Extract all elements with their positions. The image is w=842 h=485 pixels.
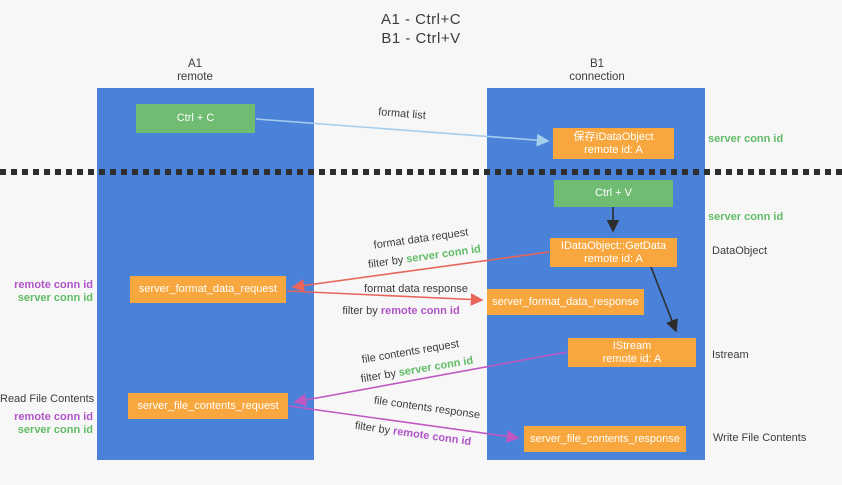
diagram-title: A1 - Ctrl+C B1 - Ctrl+V bbox=[0, 10, 842, 48]
file-contents-request-arrow bbox=[293, 351, 568, 407]
remote-conn-id-text: remote conn id bbox=[380, 305, 460, 317]
istream-box: IStream remote id: A bbox=[568, 338, 696, 367]
format-data-response-filter-label: filter by remote conn id bbox=[336, 305, 466, 317]
column-b-role: connection bbox=[569, 71, 625, 83]
server-conn-id-left-top: server conn id bbox=[17, 292, 93, 304]
filter-by-text: filter by bbox=[342, 305, 378, 317]
server-conn-id-left-bottom: server conn id bbox=[17, 424, 93, 436]
title-line-2: B1 - Ctrl+V bbox=[381, 30, 461, 47]
server-file-contents-response-label: server_file_contents_response bbox=[530, 432, 680, 445]
column-a-name: A1 bbox=[187, 58, 203, 70]
format-data-request-arrow bbox=[291, 251, 550, 292]
remote-conn-id-left-top: remote conn id bbox=[14, 279, 93, 291]
server-conn-id-right-mid: server conn id bbox=[708, 211, 784, 223]
server-file-contents-response-box: server_file_contents_response bbox=[524, 426, 686, 452]
getdata-to-istream-arrow bbox=[650, 266, 678, 333]
write-file-contents-label: Write File Contents bbox=[713, 432, 807, 444]
getdata-line2: remote id: A bbox=[584, 252, 643, 265]
format-data-response-arrow bbox=[286, 290, 484, 306]
server-file-contents-request-box: server_file_contents_request bbox=[128, 393, 288, 419]
remote-conn-id-left-bottom: remote conn id bbox=[14, 411, 93, 423]
ctrl-v-label: Ctrl + V bbox=[595, 187, 632, 199]
istream-line1: IStream bbox=[612, 339, 652, 352]
column-b-name: B1 bbox=[589, 58, 605, 70]
server-format-data-response-box: server_format_data_response bbox=[487, 289, 644, 315]
getdata-box: IDataObject::GetData remote id: A bbox=[550, 238, 677, 267]
ctrl-v-box: Ctrl + V bbox=[554, 180, 673, 207]
column-b-header: B1 connection bbox=[527, 58, 667, 84]
ctrl-c-label: Ctrl + C bbox=[176, 112, 215, 124]
save-dataobject-box: 保存IDataObject remote id: A bbox=[553, 128, 674, 159]
column-a-header: A1 remote bbox=[125, 58, 265, 84]
session-separator-line bbox=[0, 169, 842, 175]
read-file-contents-label: Read File Contents bbox=[0, 393, 95, 405]
column-a-role: remote bbox=[177, 71, 213, 83]
title-line-1: A1 - Ctrl+C bbox=[380, 11, 462, 28]
save-dataobject-line1: 保存IDataObject bbox=[573, 130, 654, 143]
format-list-arrow bbox=[255, 118, 550, 147]
server-format-data-request-box: server_format_data_request bbox=[130, 276, 286, 303]
format-data-response-label: format data response bbox=[364, 283, 468, 295]
dataobject-side-label: DataObject bbox=[712, 245, 768, 257]
save-dataobject-line2: remote id: A bbox=[584, 143, 643, 156]
server-conn-id-right-top: server conn id bbox=[708, 133, 784, 145]
server-format-data-request-label: server_format_data_request bbox=[138, 283, 278, 295]
ctrl-c-box: Ctrl + C bbox=[136, 104, 255, 133]
istream-side-label: Istream bbox=[712, 349, 749, 361]
file-contents-response-arrow bbox=[288, 405, 520, 443]
getdata-line1: IDataObject::GetData bbox=[560, 239, 667, 252]
server-format-data-response-label: server_format_data_response bbox=[492, 295, 639, 308]
istream-line2: remote id: A bbox=[602, 352, 662, 365]
server-file-contents-request-label: server_file_contents_request bbox=[137, 399, 279, 412]
